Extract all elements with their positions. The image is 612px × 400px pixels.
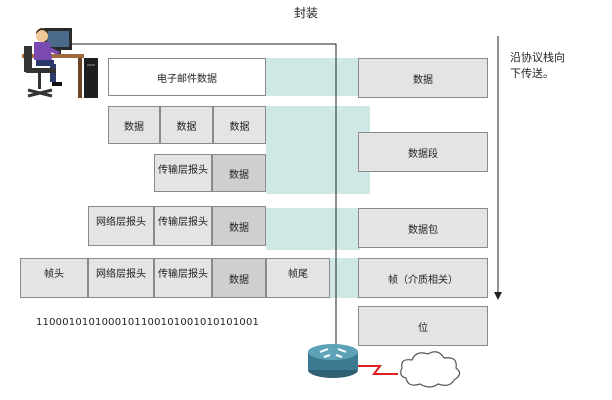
data-box-3: 数据 <box>213 106 266 144</box>
pdu-packet-label: 数据包 <box>358 208 488 248</box>
computer-user-icon <box>22 28 98 98</box>
teal-band <box>330 258 360 298</box>
packet-data-box: 数据 <box>212 206 266 246</box>
email-data-box: 电子邮件数据 <box>108 58 266 96</box>
pdu-data-label: 数据 <box>358 58 488 98</box>
direction-note-line: 沿协议栈向 <box>510 51 565 64</box>
router-icon <box>308 344 358 378</box>
network-header-box: 网络层报头 <box>88 206 154 246</box>
pdu-bits-label: 位 <box>358 306 488 346</box>
teal-band <box>266 208 360 250</box>
pdu-frame-label: 帧（介质相关） <box>358 258 488 298</box>
serial-link-icon <box>358 365 398 375</box>
transport-header-box: 传输层报头 <box>154 154 212 192</box>
data-box-2: 数据 <box>160 106 213 144</box>
teal-band <box>266 106 370 194</box>
frame-trailer-box: 帧尾 <box>266 258 330 298</box>
direction-note: 沿协议栈向 下传送。 <box>510 50 565 82</box>
pdu-segment-label: 数据段 <box>358 132 488 172</box>
teal-band <box>266 58 360 96</box>
transport-header-box: 传输层报头 <box>154 258 212 298</box>
transport-header-box: 传输层报头 <box>154 206 212 246</box>
frame-header-box: 帧头 <box>20 258 88 298</box>
data-box-1: 数据 <box>108 106 160 144</box>
bit-stream: 1100010101000101100101001010101001 <box>36 317 260 328</box>
frame-data-box: 数据 <box>212 258 266 298</box>
diagram-title: 封装 <box>293 6 318 20</box>
cloud-icon <box>400 351 461 388</box>
direction-note-line: 下传送。 <box>510 67 554 80</box>
segment-data-box: 数据 <box>212 154 266 192</box>
network-header-box: 网络层报头 <box>88 258 154 298</box>
